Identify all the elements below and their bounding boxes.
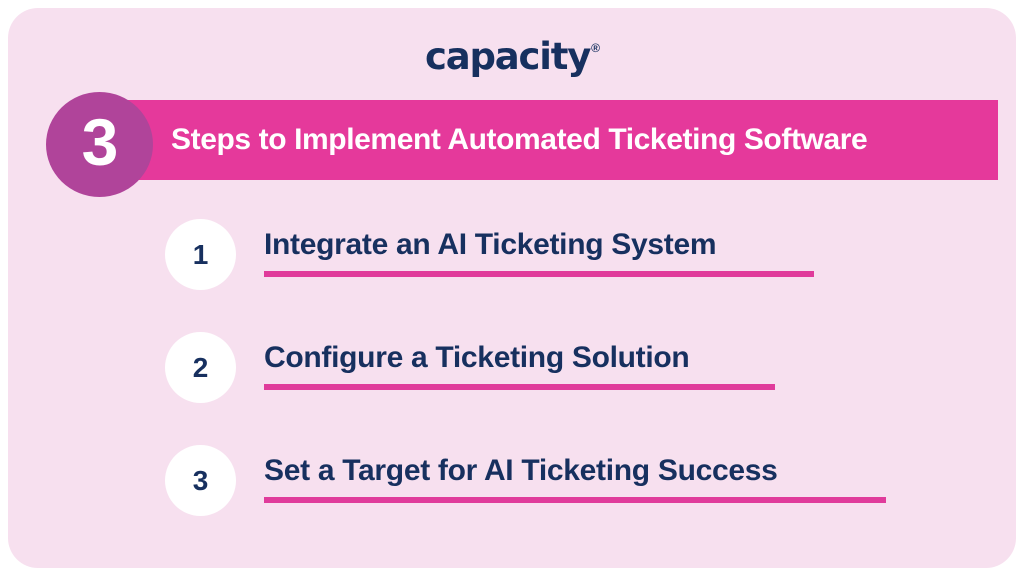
step-marker: 3 <box>165 445 236 516</box>
step-underline <box>264 384 775 390</box>
step-underline <box>264 497 886 503</box>
brand-logo: capacity® <box>8 38 1016 75</box>
header-badge: 3 <box>46 92 153 197</box>
infographic-card: capacity® Steps to Implement Automated T… <box>8 8 1016 568</box>
step-marker: 2 <box>165 332 236 403</box>
step-title: Integrate an AI Ticketing System <box>264 228 717 261</box>
header-title: Steps to Implement Automated Ticketing S… <box>171 123 868 156</box>
step-content: Set a Target for AI Ticketing Success <box>264 445 886 503</box>
step-underline <box>264 271 814 277</box>
brand-logo-text: capacity <box>424 35 591 78</box>
registered-trademark-icon: ® <box>591 40 601 55</box>
step-content: Configure a Ticketing Solution <box>264 332 775 390</box>
step-number: 1 <box>192 239 209 270</box>
step-title: Configure a Ticketing Solution <box>264 341 690 374</box>
step-row: 3 Set a Target for AI Ticketing Success <box>8 445 1016 558</box>
step-title: Set a Target for AI Ticketing Success <box>264 454 778 487</box>
step-number: 3 <box>192 465 209 496</box>
header-banner: Steps to Implement Automated Ticketing S… <box>98 100 998 180</box>
step-number: 2 <box>192 352 209 383</box>
step-row: 2 Configure a Ticketing Solution <box>8 332 1016 445</box>
steps-list: 1 Integrate an AI Ticketing System 2 Con… <box>8 219 1016 558</box>
step-content: Integrate an AI Ticketing System <box>264 219 814 277</box>
step-marker: 1 <box>165 219 236 290</box>
header-badge-number: 3 <box>81 105 119 179</box>
step-row: 1 Integrate an AI Ticketing System <box>8 219 1016 332</box>
